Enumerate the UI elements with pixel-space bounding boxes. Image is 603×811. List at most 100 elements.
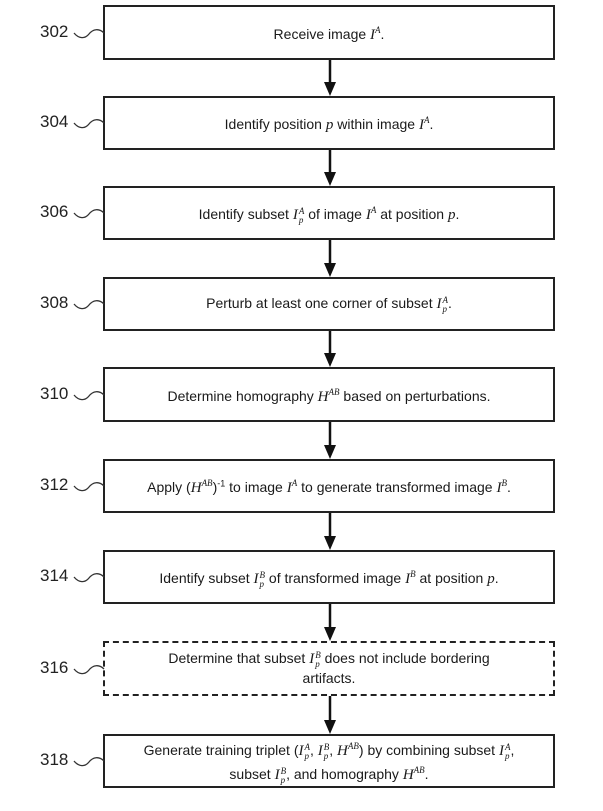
step-text: does not include bordering [320, 650, 490, 666]
step-text: Perturb at least one corner of subset [206, 295, 437, 311]
reference-number: 306 [40, 202, 69, 221]
math-symbol: HAB [402, 765, 425, 783]
step-text: Identify position [224, 116, 326, 132]
leader-line [73, 757, 105, 767]
step-text: Identify subset [159, 570, 254, 586]
step-label: Determine homography HAB based on pertur… [167, 383, 490, 407]
leader-line [73, 664, 105, 674]
reference-number: 312 [40, 475, 69, 494]
math-symbol: IA [286, 478, 298, 496]
step-label: Identify position p within image IA. [225, 111, 434, 135]
math-symbol: HAB [190, 478, 213, 496]
flow-arrow [324, 60, 336, 96]
reference-number: 308 [40, 293, 69, 312]
step-text: , [329, 742, 338, 758]
step-text: , [309, 742, 318, 758]
step-line: Determine homography HAB based on pertur… [167, 383, 490, 407]
step-text: Receive image [273, 25, 371, 42]
leader-line [73, 482, 105, 492]
step-text: to generate transformed image [297, 479, 497, 495]
step-text: to image [225, 479, 287, 495]
step-text: Determine homography [167, 387, 318, 404]
step-text: artifacts. [302, 670, 356, 686]
math-symbol: p [487, 571, 495, 587]
step-text: at position [376, 206, 448, 222]
leader-line [73, 209, 105, 219]
step-box-312: Apply (HAB)-1 to image IA to generate tr… [103, 459, 555, 513]
step-text: of image [304, 206, 366, 222]
step-line: Identify position p within image IA. [225, 111, 434, 135]
flow-arrow [324, 604, 336, 641]
step-box-310: Determine homography HAB based on pertur… [103, 367, 555, 422]
step-text: Identify subset [198, 206, 293, 222]
flow-arrow [324, 696, 336, 734]
step-text: ) by combining subset [358, 742, 499, 758]
leader-line [73, 119, 105, 129]
math-symbol: p [447, 207, 456, 223]
leader-line [73, 573, 105, 583]
step-text: . [380, 25, 385, 42]
step-box-304: Identify position p within image IA. [103, 96, 555, 150]
step-text: . [447, 295, 452, 311]
flow-arrow [324, 331, 336, 367]
step-text: Apply ( [147, 479, 191, 495]
step-text: , and homography [286, 766, 403, 782]
reference-number: 304 [40, 112, 69, 131]
step-text: within image [333, 116, 419, 132]
flow-arrow [324, 422, 336, 459]
step-box-302: Receive image IA. [103, 5, 555, 60]
step-text: )-1 [212, 478, 226, 495]
reference-number: 318 [40, 750, 69, 769]
step-text: of transformed image [265, 570, 406, 586]
step-text: Determine that subset [168, 650, 310, 666]
flow-arrow [324, 240, 336, 277]
step-label: Apply (HAB)-1 to image IA to generate tr… [147, 474, 511, 498]
step-text: based on perturbations. [339, 387, 491, 404]
step-line: Apply (HAB)-1 to image IA to generate tr… [147, 474, 511, 498]
step-line: artifacts. [168, 669, 489, 688]
reference-number: 310 [40, 383, 69, 403]
math-symbol: HAB [337, 741, 359, 759]
step-text: . [506, 479, 511, 495]
math-symbol: IB [496, 478, 507, 496]
math-symbol: IA [365, 205, 377, 223]
reference-number: 314 [40, 566, 69, 585]
step-text: . [494, 570, 499, 586]
leader-line [73, 300, 105, 310]
reference-number: 302 [40, 21, 69, 41]
math-symbol: HAB [317, 386, 340, 405]
step-label: Receive image IA. [274, 21, 385, 45]
step-text: subset [229, 766, 275, 782]
math-symbol: IB [405, 569, 416, 587]
step-text: , [510, 742, 515, 758]
flow-arrow [324, 513, 336, 550]
math-symbol: IA [370, 24, 381, 43]
step-text: . [429, 116, 434, 132]
math-symbol: IA [418, 115, 430, 133]
step-text: at position [415, 570, 488, 586]
flow-arrow [324, 150, 336, 186]
